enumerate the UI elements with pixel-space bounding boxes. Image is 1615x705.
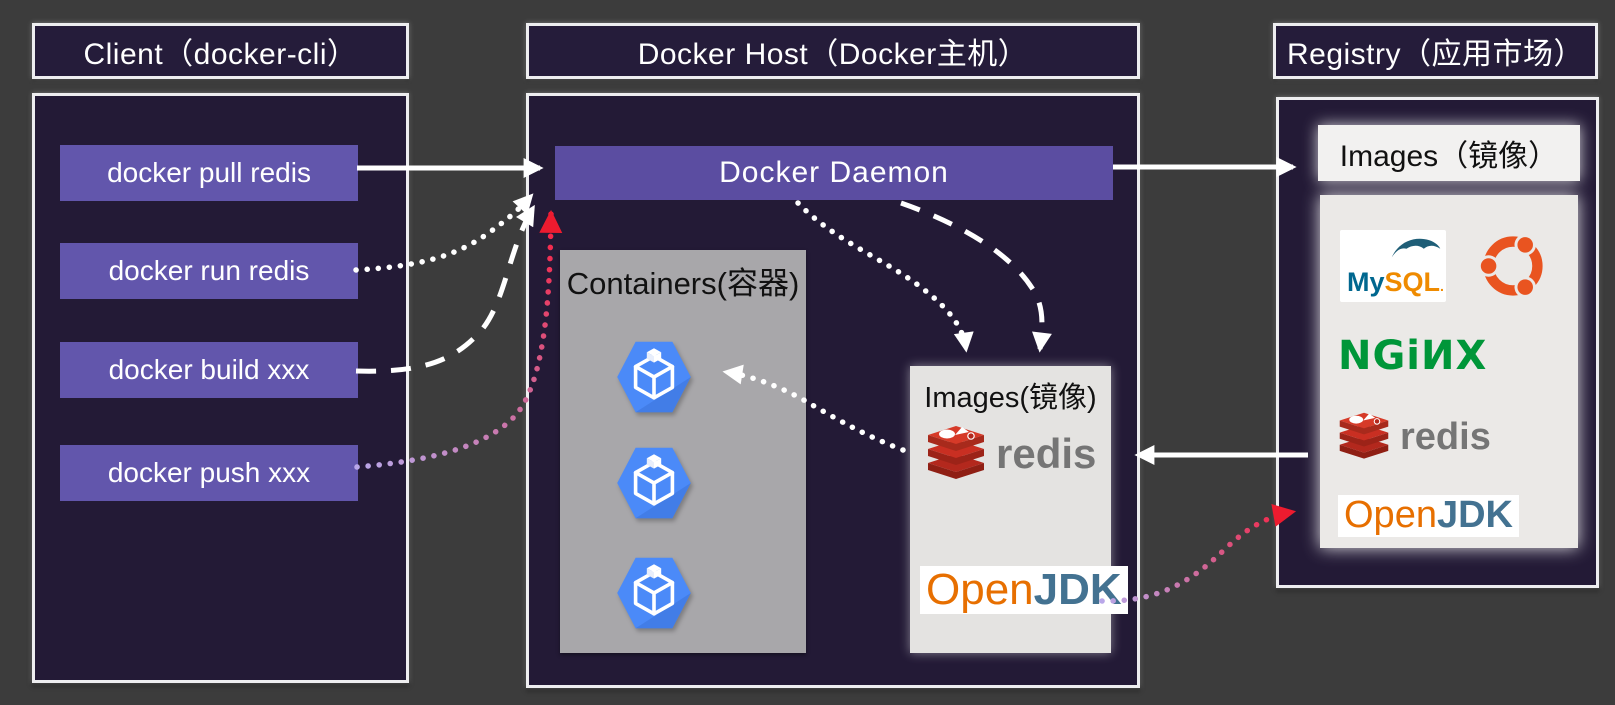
registry-title: Registry（应用市场） <box>1286 38 1585 71</box>
openjdk-jdk-text: JDK <box>1033 565 1122 614</box>
command-docker-pull: docker pull redis <box>60 145 358 201</box>
registry-title-box: Registry（应用市场） <box>1273 23 1598 79</box>
mysql-dolphin-icon <box>1390 234 1442 260</box>
command-docker-push: docker push xxx <box>60 445 358 501</box>
command-docker-run: docker run redis <box>60 243 358 299</box>
registry-images-header-label: Images（镜像） <box>1339 140 1559 173</box>
host-redis-logo: redis <box>924 424 1096 484</box>
host-images-box: Images(镜像) redis OpenJDK <box>910 366 1128 653</box>
registry-redis-logo: redis <box>1336 411 1491 463</box>
registry-panel: Images（镜像） MySQL. NGiИX redis OpenJDK <box>1276 97 1599 588</box>
mysql-logo-text: MySQL. <box>1347 267 1444 298</box>
container-hexagon-icon <box>612 553 696 633</box>
command-label: docker pull redis <box>107 157 311 188</box>
container-hexagon-icon <box>612 443 696 523</box>
containers-title: Containers(容器) <box>566 266 800 301</box>
redis-label: redis <box>996 430 1097 477</box>
redis-icon <box>924 424 988 484</box>
openjdk-open-text: Open <box>926 565 1034 614</box>
redis-icon <box>1336 411 1392 463</box>
client-title: Client（docker-cli） <box>83 38 358 71</box>
command-label: docker run redis <box>108 255 310 286</box>
nginx-logo: NGiИX <box>1338 333 1488 379</box>
command-docker-build: docker build xxx <box>60 342 358 398</box>
docker-host-title: Docker Host（Docker主机） <box>637 38 1029 71</box>
container-hexagon-icon <box>612 337 696 417</box>
mysql-sql-text: SQL <box>1384 267 1441 297</box>
command-label: docker build xxx <box>108 354 310 385</box>
host-images-title: Images(镜像) <box>924 382 1097 414</box>
host-openjdk-logo: OpenJDK <box>920 565 1128 615</box>
docker-daemon-label: Docker Daemon <box>719 156 949 189</box>
redis-label: redis <box>1400 415 1491 458</box>
registry-images-header: Images（镜像） <box>1318 125 1580 181</box>
mysql-logo: MySQL. <box>1340 230 1446 302</box>
docker-host-title-box: Docker Host（Docker主机） <box>526 23 1140 79</box>
openjdk-open-text: Open <box>1344 494 1437 536</box>
client-panel: docker pull redis docker run redis docke… <box>32 93 409 683</box>
client-title-box: Client（docker-cli） <box>32 23 409 79</box>
mysql-my-text: My <box>1347 267 1385 297</box>
command-label: docker push xxx <box>107 457 311 488</box>
docker-host-panel: Docker Daemon Containers(容器) Images(镜像) … <box>526 93 1140 688</box>
registry-openjdk-logo: OpenJDK <box>1338 495 1519 537</box>
containers-box: Containers(容器) <box>560 250 806 653</box>
ubuntu-icon <box>1476 229 1550 303</box>
registry-logos-box: MySQL. NGiИX redis OpenJDK <box>1320 195 1578 548</box>
mysql-dot-text: . <box>1440 278 1444 294</box>
openjdk-jdk-text: JDK <box>1436 494 1513 536</box>
docker-daemon-bar: Docker Daemon <box>555 146 1113 200</box>
